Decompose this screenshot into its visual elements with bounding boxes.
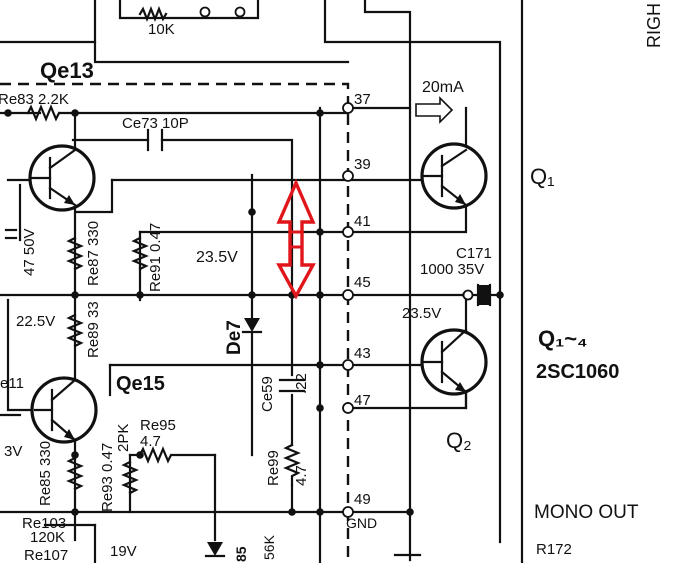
label-c171-val: 1000 35V (420, 261, 484, 278)
diode-de7 (241, 318, 263, 334)
label-re95-val: 4.7 (140, 433, 161, 450)
label-56k: 56K (261, 534, 277, 560)
label-pin41: 41 (354, 213, 371, 230)
resistor-re93 (121, 460, 139, 495)
label-pin45: 45 (354, 274, 371, 291)
resistor-re85 (66, 456, 84, 491)
resistor-re89 (66, 313, 84, 348)
terminal-41 (342, 226, 354, 238)
label-v-right: 23.5V (402, 305, 441, 322)
label-v-3: 3V (4, 443, 22, 460)
terminal-37 (342, 102, 354, 114)
resistor-re83 (26, 104, 61, 122)
label-re103: Re103 (22, 515, 66, 532)
label-q-1-4: Q₁~₄ (538, 326, 588, 351)
label-pin49: 49 (354, 491, 371, 508)
label-pin39: 39 (354, 156, 371, 173)
label-qe13: Qe13 (40, 58, 94, 83)
resistor-re87 (66, 236, 84, 271)
label-re91: Re91 0.47 (147, 223, 164, 292)
label-e11: e11 (0, 375, 24, 392)
terminal-49 (342, 506, 354, 518)
label-pin43: 43 (354, 345, 371, 362)
capacitor-ce59 (278, 378, 306, 393)
label-qe15: Qe15 (116, 373, 165, 395)
transistor-qe13 (28, 144, 96, 212)
labels: 10K Qe13 Re83 2.2K Ce73 10P 20mA 37 39 4… (0, 3, 664, 563)
label-part: 2SC1060 (536, 361, 619, 383)
label-gnd: GND (346, 515, 377, 531)
terminals (199, 6, 474, 518)
label-v-left: 22.5V (16, 313, 55, 330)
label-top-resistor: 10K (148, 21, 175, 38)
resistor-top-10k (138, 6, 168, 22)
label-de7: De7 (224, 320, 245, 355)
label-q2: Q₂ (446, 428, 472, 453)
label-pin37: 37 (354, 91, 371, 108)
diode-lower (204, 542, 226, 558)
terminal-43 (342, 359, 354, 371)
transistor-q1-upper (420, 142, 488, 210)
label-pin47: 47 (354, 392, 371, 409)
red-double-arrow (276, 178, 316, 300)
capacitor-left (4, 228, 18, 240)
label-re107: Re107 (24, 547, 68, 563)
junction-dots (4, 109, 504, 516)
label-current: 20mA (422, 79, 464, 96)
label-re83: Re83 2.2K (0, 91, 69, 108)
label-right-edge: RIGH (644, 3, 664, 48)
label-ce59: Ce59 (259, 376, 276, 412)
label-re85: Re85 330 (37, 441, 54, 506)
current-arrow (415, 96, 454, 124)
resistor-re91 (131, 236, 149, 271)
transistor-qe15 (30, 376, 98, 444)
label-c-left: 47 50V (21, 228, 38, 276)
label-re89: Re89 33 (85, 301, 102, 358)
label-ce73: Ce73 10P (122, 115, 189, 132)
transistor-q2-lower (420, 328, 488, 396)
terminal-47 (342, 402, 354, 414)
label-120k: 120K (30, 529, 65, 546)
label-re93: Re93 0.47 (99, 443, 116, 512)
label-c171: C171 (456, 245, 492, 262)
resistor-re95 (138, 446, 217, 464)
label-re99: Re99 (265, 450, 282, 486)
label-2pk: 2PK (115, 424, 132, 452)
resistor-re99 (283, 443, 301, 487)
terminal-45 (342, 289, 354, 301)
label-85: 85 (233, 546, 249, 562)
label-q-upper: Q₁ (530, 164, 555, 189)
label-re99-val: 4.7 (293, 465, 310, 486)
terminal-39 (342, 170, 354, 182)
label-19v: 19V (110, 543, 137, 560)
label-ce59-val: .22 (293, 373, 310, 394)
capacitor-c171 (476, 283, 492, 307)
capacitor-ce73 (146, 128, 164, 152)
label-v-mid: 23.5V (196, 249, 238, 266)
label-re87: Re87 330 (85, 221, 102, 286)
label-re95: Re95 (140, 417, 176, 434)
label-mono-out: MONO OUT (534, 502, 639, 523)
label-r172: R172 (536, 541, 572, 558)
